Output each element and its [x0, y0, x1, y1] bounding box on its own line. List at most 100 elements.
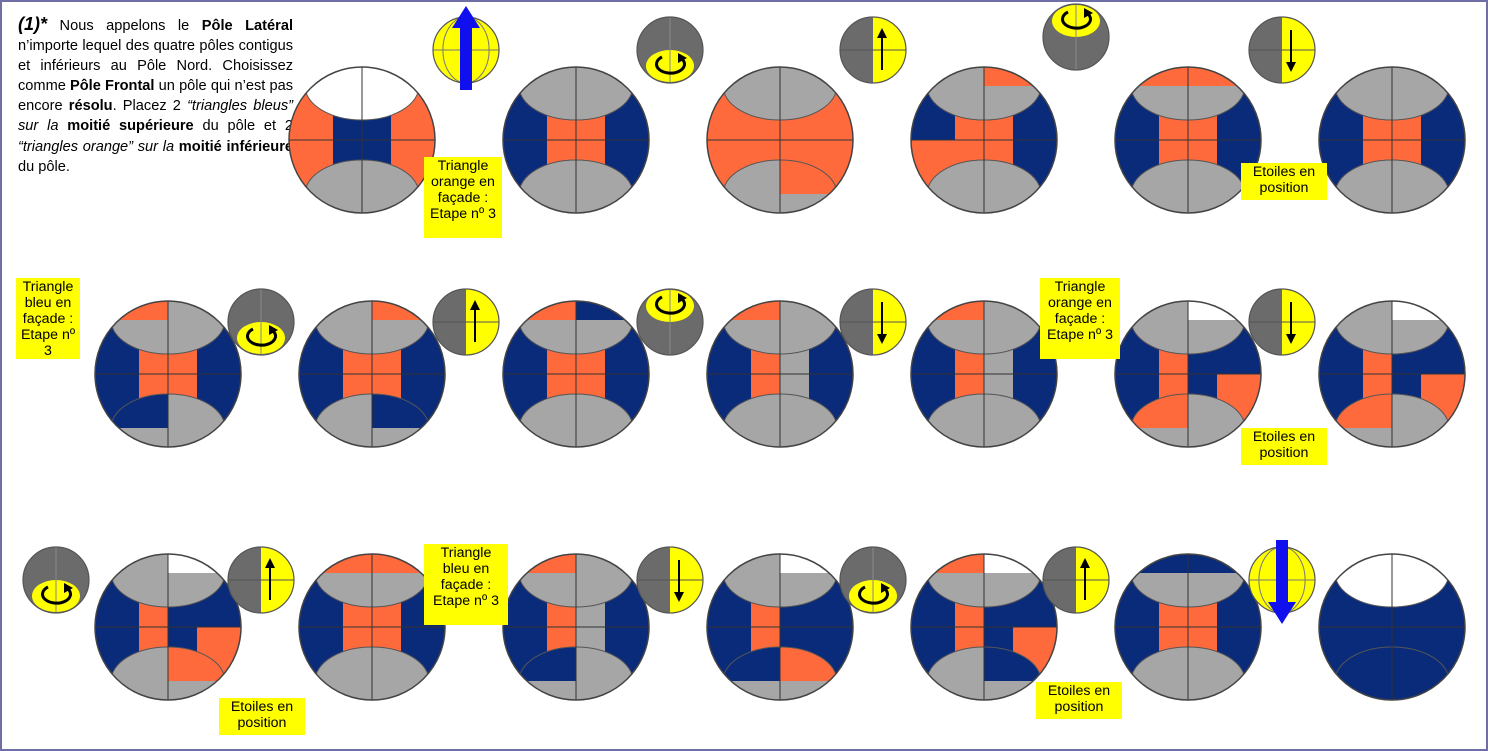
sphere-outline: [502, 300, 650, 448]
sphere-outline: [1114, 300, 1262, 448]
top-pole-segment: [519, 301, 576, 320]
rotation-arrow-head: [269, 325, 278, 335]
sphere-r3-7: [1318, 553, 1466, 701]
move-icon-arrow-up-half: [1042, 546, 1110, 614]
sphere-r1-1: [288, 66, 436, 214]
top-pole-segment: [1131, 301, 1188, 320]
bottom-pole-segment: [927, 194, 984, 213]
top-pole-segment: [1335, 301, 1392, 320]
rotation-arrow-head: [1084, 8, 1093, 18]
bottom-pole-segment: [305, 194, 362, 213]
move-outline: [227, 546, 295, 614]
sphere-r1-4: [910, 66, 1058, 214]
bottom-pole-segment: [576, 428, 633, 447]
top-pole-segment: [315, 554, 372, 573]
note-label-orange-1: Triangle orange en façade : Etape nº 3: [424, 157, 502, 238]
bottom-pole-segment: [1131, 428, 1188, 447]
top-pole-segment: [984, 67, 1041, 86]
top-pole-segment: [1131, 67, 1188, 86]
top-pole-segment: [168, 301, 225, 320]
arrow-head: [1286, 62, 1296, 72]
bottom-pole-segment: [1188, 428, 1245, 447]
sphere-r3-6: [1114, 553, 1262, 701]
rotation-arrow: [246, 327, 277, 347]
top-pole-segment: [519, 554, 576, 573]
note-label-stars-1: Etoiles en position: [1241, 163, 1327, 200]
bottom-pole-segment: [519, 681, 576, 700]
term-pole-lateral: Pôle Latéral: [201, 18, 293, 34]
bottom-pole-segment: [723, 681, 780, 700]
bottom-pole-segment: [780, 681, 837, 700]
arrow-head: [877, 28, 887, 38]
sphere-outline: [1318, 300, 1466, 448]
move-outline: [432, 288, 500, 356]
note-label-blue-2: Triangle bleu en façade : Etape nº 3: [424, 544, 508, 625]
top-pole-segment: [1392, 301, 1449, 320]
top-pole-segment: [372, 301, 429, 320]
move-icon-rotate-bottom: [227, 288, 295, 356]
bottom-pole-segment: [927, 428, 984, 447]
top-pole-segment: [305, 67, 362, 86]
intro-text-part: du pôle et 2: [193, 118, 293, 135]
italic-blue-triangles: “triangles bleus” sur la: [18, 98, 293, 135]
italic-orange-triangles: “triangles orange” sur la: [18, 138, 175, 155]
rotation-arrow: [41, 585, 72, 605]
rotation-arrow: [655, 55, 686, 75]
arrow-head: [452, 6, 480, 28]
bottom-pole-segment: [168, 428, 225, 447]
sphere-r3-2: [298, 553, 446, 701]
rotation-arrow: [858, 585, 889, 605]
move-icon-arrow-down-half: [1248, 288, 1316, 356]
bottom-pole-segment: [1392, 428, 1449, 447]
move-icon-rotate-bottom: [839, 546, 907, 614]
move-icon-arrow-up-half: [839, 16, 907, 84]
bottom-pole-segment: [519, 194, 576, 213]
sphere-r1-5: [1114, 66, 1262, 214]
arrow-head: [674, 592, 684, 602]
rotation-arrow-head: [678, 293, 687, 303]
bottom-pole-segment: [576, 194, 633, 213]
bottom-pole-segment: [519, 428, 576, 447]
top-pole-segment: [1131, 554, 1188, 573]
sphere-outline: [298, 553, 446, 701]
sphere-outline: [910, 66, 1058, 214]
top-pole-segment: [1188, 67, 1245, 86]
bottom-pole-segment: [315, 681, 372, 700]
sphere-r1-2: [502, 66, 650, 214]
move-outline: [839, 16, 907, 84]
note-label-blue-1: Triangle bleu en façade : Etape nº 3: [16, 278, 80, 359]
move-icon-rotate-top: [636, 288, 704, 356]
move-outline: [636, 16, 704, 84]
move-icon-arrow-up-half: [432, 288, 500, 356]
arrow-shaft: [460, 28, 472, 90]
term-resolu: résolu: [68, 98, 113, 115]
sphere-r1-3: [706, 66, 854, 214]
top-pole-segment: [927, 301, 984, 320]
sphere-outline: [1318, 66, 1466, 214]
note-label-stars-2: Etoiles en position: [1241, 428, 1327, 465]
top-pole-segment: [780, 67, 837, 86]
rotation-arrow: [655, 295, 686, 315]
top-pole-segment: [519, 67, 576, 86]
move-icon-arrow-down-half: [839, 288, 907, 356]
term-upper-half: moitié supérieure: [67, 118, 194, 135]
move-outline: [1248, 16, 1316, 84]
top-pole-segment: [1188, 554, 1245, 573]
bottom-pole-segment: [372, 428, 429, 447]
intro-text-part: du pôle.: [18, 158, 70, 175]
top-pole-segment: [111, 301, 168, 320]
sphere-outline: [502, 553, 650, 701]
top-pole-segment: [1392, 554, 1449, 573]
bottom-pole-segment: [723, 194, 780, 213]
arrow-head: [1286, 334, 1296, 344]
bottom-pole-segment: [984, 428, 1041, 447]
bottom-pole-segment: [780, 194, 837, 213]
top-pole-segment: [168, 554, 225, 573]
sphere-outline: [706, 300, 854, 448]
bottom-pole-segment: [780, 428, 837, 447]
intro-text-part: . Placez 2: [112, 98, 188, 115]
bottom-pole-segment: [1335, 681, 1392, 700]
sphere-outline: [1114, 553, 1262, 701]
top-pole-segment: [927, 67, 984, 86]
sphere-outline: [706, 553, 854, 701]
